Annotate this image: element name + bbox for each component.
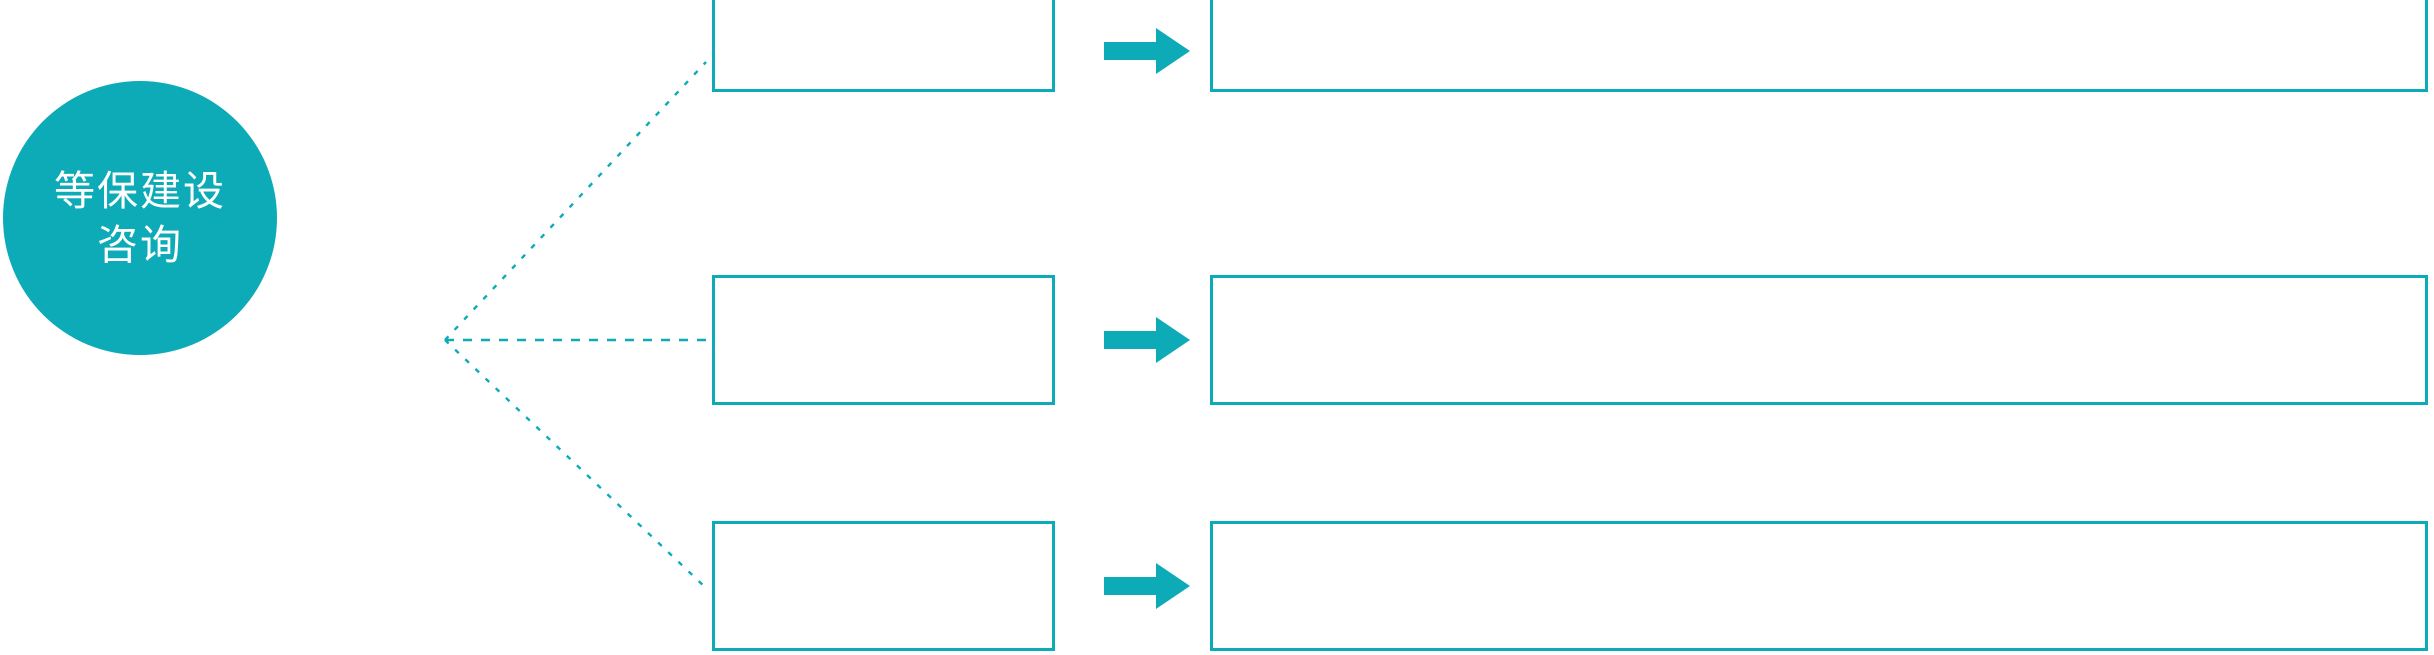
connector-branch-top bbox=[444, 61, 707, 341]
row-3-large-box[interactable] bbox=[1210, 521, 2428, 651]
row-1-large-box[interactable] bbox=[1210, 0, 2428, 92]
row-1-small-box[interactable] bbox=[712, 0, 1055, 92]
hub-circle[interactable]: 等保建设 咨询 bbox=[3, 81, 277, 355]
row-3-arrow-right-icon bbox=[1104, 563, 1190, 609]
row-2-small-box[interactable] bbox=[712, 275, 1055, 405]
row-2-large-box[interactable] bbox=[1210, 275, 2428, 405]
row-2-arrow-right-icon bbox=[1104, 317, 1190, 363]
hub-label-line-1: 等保建设 bbox=[54, 167, 226, 214]
connector-branch-bottom bbox=[444, 339, 707, 589]
row-1-arrow-right-icon bbox=[1104, 28, 1190, 74]
row-3-small-box[interactable] bbox=[712, 521, 1055, 651]
hub-label-line-2: 咨询 bbox=[97, 222, 183, 268]
